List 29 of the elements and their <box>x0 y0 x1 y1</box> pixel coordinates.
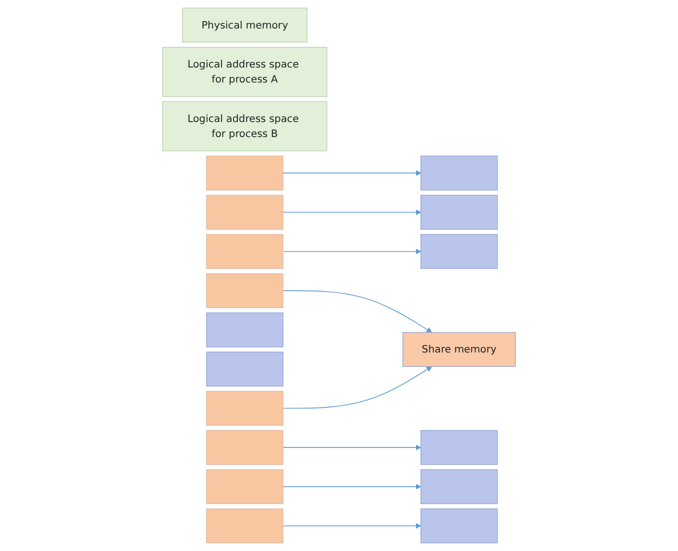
node-box <box>206 312 284 348</box>
arrow <box>282 170 422 176</box>
node-box <box>206 352 284 386</box>
arrow <box>282 444 422 450</box>
memory-mapping-diagram: Physical memory Logical address space for process A Logical address space for process B Share memory <box>4 3 674 548</box>
node-box <box>420 469 498 504</box>
node-box <box>206 273 284 308</box>
node-box <box>420 508 498 544</box>
node-box <box>420 430 498 465</box>
node-box <box>162 101 328 152</box>
arrow <box>282 210 422 216</box>
arrow <box>282 290 432 333</box>
node-box <box>206 194 284 230</box>
arrow <box>282 523 422 529</box>
node-box <box>402 332 516 367</box>
node-box <box>206 430 284 465</box>
node-box <box>206 390 284 426</box>
node-box <box>206 156 284 190</box>
arrow <box>282 484 422 490</box>
node-box <box>206 234 284 269</box>
node-box <box>206 508 284 544</box>
node-box <box>420 234 498 269</box>
node-box <box>206 469 284 504</box>
node-box <box>420 194 498 230</box>
node-box <box>162 46 328 97</box>
node-box <box>182 8 308 43</box>
arrow <box>282 366 432 409</box>
arrow <box>282 248 422 254</box>
node-box <box>420 156 498 190</box>
